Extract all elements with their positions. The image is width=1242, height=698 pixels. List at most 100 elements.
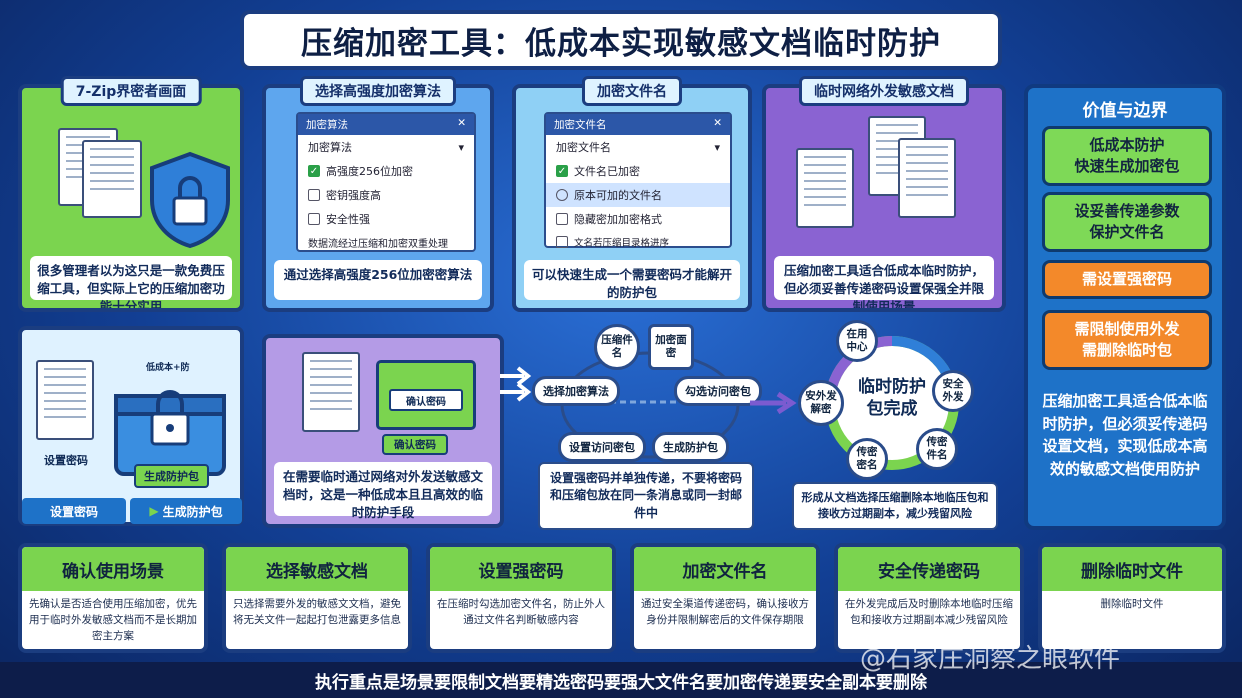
- close-icon[interactable]: ✕: [713, 117, 722, 129]
- step-body: 在压缩时勾选加密文件名，防止外人通过文件名判断敏感内容: [437, 598, 605, 626]
- dialog-title: 加密算法: [306, 119, 348, 131]
- cycle-node-pass: 传密 密名: [846, 438, 888, 480]
- step-body: 在外发完成后及时删除本地临时压缩包和接收方过期副本减少残留风险: [845, 598, 1013, 626]
- value-boundary-panel: 价值与边界 低成本防护 快速生成加密包 设妥善传递参数 保护文件名 需设置强密码…: [1024, 84, 1226, 530]
- footer-banner: 执行重点是场景要限制文档要精选密码要强大文件名要加密传递要安全副本要删除: [0, 662, 1242, 698]
- panel-tag-filename: 加密文件名: [582, 76, 682, 106]
- side-item-strong-password: 需设置强密码: [1042, 260, 1212, 299]
- step-card-1: 确认使用场景 先确认是否适合使用压缩加密，优先用于临时外发敏感文档而不是长期加密…: [18, 543, 208, 653]
- close-icon[interactable]: ✕: [457, 117, 466, 129]
- tab-label: 设置密码: [49, 504, 98, 519]
- step-body: 通过安全渠道传递密码，确认接收方身份并限制解密后的文件保存期限: [641, 598, 809, 626]
- document-icon: [302, 352, 360, 432]
- side-item-low-cost: 低成本防护 快速生成加密包: [1042, 126, 1212, 186]
- document-icon: [898, 138, 956, 218]
- step-card-6: 删除临时文件 删除临时文件: [1038, 543, 1226, 653]
- option-label: 安全性强: [326, 213, 370, 226]
- checkbox[interactable]: [308, 189, 320, 201]
- generate-package-tab[interactable]: ▶生成防护包: [130, 498, 242, 524]
- option-label: 密钥强度高: [326, 189, 381, 202]
- step-card-5: 安全传递密码 在外发完成后及时删除本地临时压缩包和接收方过期副本减少残留风险: [834, 543, 1024, 653]
- arrow-icon: [750, 391, 797, 415]
- confirm-label: 确认密码: [382, 434, 448, 455]
- checkbox[interactable]: [308, 213, 320, 225]
- step-body: 删除临时文件: [1100, 598, 1164, 610]
- document-icon: [82, 140, 142, 218]
- password-window: 确认密码: [376, 360, 476, 430]
- cycle-area: 临时防护 包完成 在用 中心 安全 外发 传密 件名 传密 密名 安外发 解密 …: [792, 318, 1006, 530]
- checkbox-checked[interactable]: ✓: [556, 165, 568, 177]
- cycle-node-center: 在用 中心: [836, 320, 878, 362]
- side-title: 价值与边界: [1082, 101, 1168, 121]
- cycle-node-send: 安全 外发: [932, 370, 974, 412]
- panel-filename: 加密文件名✕ 加密文件名▾ ✓文件名已加密 原本可加的文件名 隐藏密加加密格式 …: [512, 84, 752, 312]
- panel-7zip: 很多管理者以为这只是一款免费压缩工具，但实际上它的压缩加密功能十分实用: [18, 84, 244, 312]
- option-label: 文件名已加密: [574, 165, 640, 178]
- step-title: 确认使用场景: [22, 547, 204, 591]
- flow-node-select-algorithm: 选择加密算法: [532, 376, 620, 406]
- checkbox-checked[interactable]: ✓: [308, 165, 320, 177]
- panel-caption: 很多管理者以为这只是一款免费压缩工具，但实际上它的压缩加密功能十分实用: [30, 256, 232, 308]
- watermark: @石家庄洞察之眼软件: [860, 644, 1121, 674]
- flow-area: 压缩件名 加密面密 选择加密算法 勾选访问密包 设置访问密包 生成防护包 设置强…: [530, 320, 768, 531]
- small-label: 低成本+防: [146, 363, 190, 373]
- step-card-3: 设置强密码 在压缩时勾选加密文件名，防止外人通过文件名判断敏感内容: [426, 543, 616, 653]
- panel-algorithm: 加密算法 ✕ 加密算法 ▾ ✓ 高强度256位加密 密钥强度高 安全性强 数据流经过压…: [262, 84, 494, 312]
- side-summary: 压缩加密工具适合低本临时防护，但必须妥传递码设置文档，实现低成本高效的敏感文档使…: [1042, 392, 1208, 478]
- radio[interactable]: [556, 189, 568, 201]
- step-card-2: 选择敏感文档 只选择需要外发的敏感文文档，避免将无关文件一起起打包泄露更多信息: [222, 543, 412, 653]
- panel-caption: 在需要临时通过网络对外发送敏感文档时，这是一种低成本且且高效的临时防护手段: [274, 462, 492, 520]
- panel-lockbox: 设置密码 低成本+防 生成防护包: [18, 326, 244, 526]
- panel-tag-algorithm: 选择高强度加密算法: [300, 76, 456, 106]
- flow-node-set-package: 设置访问密包: [558, 432, 646, 462]
- panel-caption: 通过选择高强度256位加密密算法: [274, 260, 482, 300]
- page-title: 压缩加密工具：低成本实现敏感文档临时防护: [240, 10, 1002, 70]
- cycle-center: 临时防护 包完成: [858, 377, 926, 420]
- box-label: 设置密码: [44, 454, 88, 467]
- option-label: 高强度256位加密: [326, 165, 413, 178]
- flow-node-check-package: 勾选访问密包: [674, 376, 762, 406]
- side-item-limit-use: 需限制使用外发 需删除临时包: [1042, 310, 1212, 370]
- chevron-down-icon[interactable]: ▾: [714, 140, 720, 154]
- panel-confirm: 确认密码 确认密码 在需要临时通过网络对外发送敏感文档时，这是一种低成本且且高效…: [262, 334, 504, 528]
- dialog-select[interactable]: 加密算法: [308, 141, 352, 154]
- option-label: 隐藏密加加密格式: [574, 213, 662, 226]
- document-icon: [36, 360, 94, 440]
- flow-note: 设置强密码并单独传递，不要将密码和压缩包放在同一条消息或同一封邮件中: [538, 462, 754, 531]
- panel-caption: 可以快速生成一个需要密码才能解开的防护包: [524, 260, 740, 300]
- step-title: 安全传递密码: [838, 547, 1020, 591]
- leaf-icon: ▶: [149, 504, 159, 518]
- filename-dialog: 加密文件名✕ 加密文件名▾ ✓文件名已加密 原本可加的文件名 隐藏密加加密格式 …: [544, 112, 732, 249]
- cycle-node-decrypt: 安外发 解密: [798, 380, 844, 426]
- arrow-icon: [500, 366, 532, 402]
- tab-label: 生成防护包: [162, 504, 223, 519]
- dialog-note: 数据流经过压缩和加密双重处理: [308, 239, 448, 250]
- chest-label: 生成防护包: [134, 464, 209, 488]
- panel-caption: 压缩加密工具适合低成本临时防护，但必须妥善传递密码设置保强全并限制使用场景: [774, 256, 994, 308]
- panel-tag-external: 临时网络外发敏感文档: [799, 76, 969, 106]
- step-body: 先确认是否适合使用压缩加密，优先用于临时外发敏感文档而不是长期加密主方案: [29, 598, 197, 642]
- dialog-title: 加密文件名: [554, 119, 607, 131]
- step-title: 选择敏感文档: [226, 547, 408, 591]
- checkbox[interactable]: [556, 213, 568, 225]
- document-icon: [796, 148, 854, 228]
- step-card-4: 加密文件名 通过安全渠道传递密码，确认接收方身份并限制解密后的文件保存期限: [630, 543, 820, 653]
- side-item-transfer: 设妥善传递参数 保护文件名: [1042, 192, 1212, 252]
- checkbox[interactable]: [556, 236, 568, 248]
- locked-chest-icon: [114, 390, 226, 476]
- confirm-password-button[interactable]: 确认密码: [389, 389, 463, 411]
- option-label: 原本可加的文件名: [574, 189, 662, 202]
- dialog-select[interactable]: 加密文件名: [556, 141, 611, 154]
- step-title: 删除临时文件: [1042, 547, 1222, 591]
- step-body: 只选择需要外发的敏感文文档，避免将无关文件一起起打包泄露更多信息: [233, 598, 401, 626]
- encryption-dialog: 加密算法 ✕ 加密算法 ▾ ✓ 高强度256位加密 密钥强度高 安全性强 数据流经过压…: [296, 112, 476, 252]
- flow-circle-2: 加密面密: [648, 324, 694, 370]
- chevron-down-icon[interactable]: ▾: [458, 140, 464, 154]
- flow-node-generate: 生成防护包: [652, 432, 729, 462]
- shield-lock-icon: [150, 151, 230, 249]
- set-password-tab[interactable]: 设置密码: [22, 498, 126, 524]
- step-title: 设置强密码: [430, 547, 612, 591]
- cycle-note: 形成从文档选择压缩删除本地临压包和接收方过期副本，减少残留风险: [792, 482, 998, 530]
- panel-external: 压缩加密工具适合低成本临时防护，但必须妥善传递密码设置保强全并限制使用场景: [762, 84, 1006, 312]
- flow-circle-1: 压缩件名: [594, 324, 640, 370]
